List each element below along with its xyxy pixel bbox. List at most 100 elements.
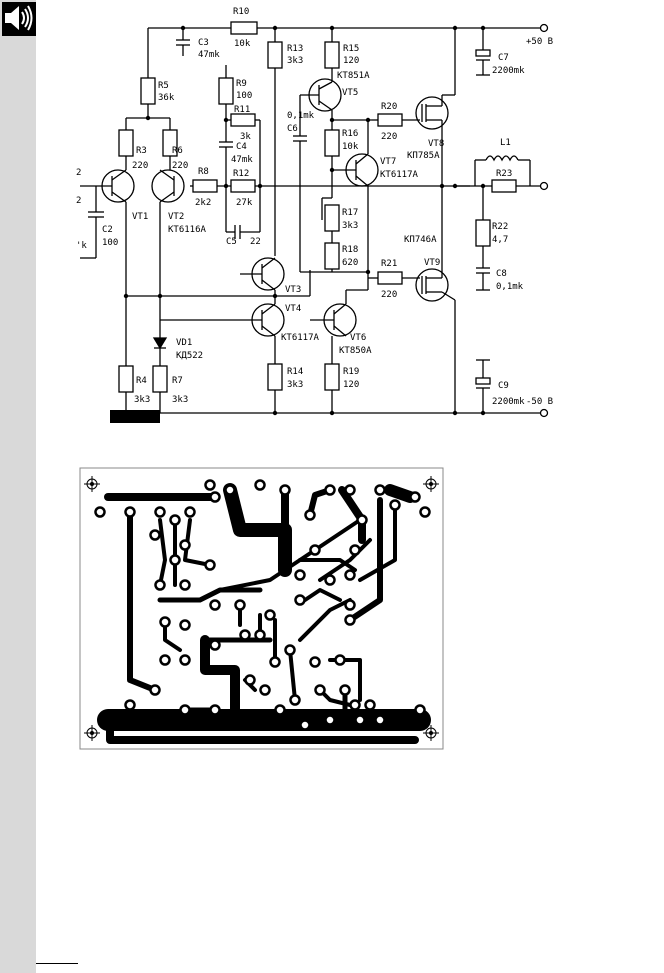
value-r3: 220 bbox=[132, 161, 148, 171]
capacitor-c7 bbox=[475, 49, 491, 57]
label-c9: C9 bbox=[498, 381, 509, 391]
label-r23: R23 bbox=[496, 169, 512, 179]
value-r18: 620 bbox=[342, 258, 358, 268]
value-vd1: KД522 bbox=[176, 351, 203, 361]
page-margin-strip bbox=[0, 0, 36, 973]
negative-rail-label: -50 B bbox=[526, 397, 553, 407]
label-vd1: VD1 bbox=[176, 338, 192, 348]
rail-terminal bbox=[539, 23, 549, 33]
label-r8: R8 bbox=[198, 167, 209, 177]
value-r12: 27k bbox=[236, 198, 253, 208]
mosfet-vt9 bbox=[415, 268, 449, 302]
label-c8: C8 bbox=[496, 269, 507, 279]
label-c6-value: 0,1mk bbox=[287, 111, 315, 121]
label-r15: R15 bbox=[343, 44, 359, 54]
label-vt7: VT7 bbox=[380, 157, 396, 167]
label-r5: R5 bbox=[158, 81, 169, 91]
footnote-separator bbox=[36, 963, 78, 964]
value-r4: 3k3 bbox=[134, 395, 150, 405]
schematic-labels: +50 B -50 B R10 10k C3 47mk R13 3k3 R15 … bbox=[76, 7, 553, 407]
value-c9: 2200mk bbox=[492, 397, 525, 407]
label-vt5: VT5 bbox=[342, 88, 358, 98]
speaker-icon bbox=[2, 2, 36, 36]
value-vt4: KT6117A bbox=[281, 333, 320, 343]
label-vt1: VT1 bbox=[132, 212, 148, 222]
label-vt2: VT2 bbox=[168, 212, 184, 222]
label-l1: L1 bbox=[500, 138, 511, 148]
value-c2: 100 bbox=[102, 238, 118, 248]
label-r7: R7 bbox=[172, 376, 183, 386]
value-r21: 220 bbox=[381, 290, 397, 300]
capacitor-c9 bbox=[475, 377, 491, 385]
diode-vd1 bbox=[152, 337, 168, 350]
value-r7: 3k3 bbox=[172, 395, 188, 405]
resistor-r5 bbox=[140, 77, 156, 105]
label-vt4: VT4 bbox=[285, 304, 301, 314]
value-r19: 120 bbox=[343, 380, 359, 390]
value-r9: 100 bbox=[236, 91, 252, 101]
value-r16: 10k bbox=[342, 142, 359, 152]
value-c3: 47mk bbox=[198, 50, 220, 60]
label-r13: R13 bbox=[287, 44, 303, 54]
value-r13: 3k3 bbox=[287, 56, 303, 66]
value-c7: 2200mk bbox=[492, 66, 525, 76]
label-vt3: VT3 bbox=[285, 285, 301, 295]
label-vt8: VT8 bbox=[428, 139, 444, 149]
edge-label-input: 2 bbox=[76, 168, 81, 178]
label-r4: R4 bbox=[136, 376, 147, 386]
value-r15: 120 bbox=[343, 56, 359, 66]
label-c5: C5 bbox=[226, 237, 237, 247]
rail-terminal bbox=[539, 408, 549, 418]
value-r14: 3k3 bbox=[287, 380, 303, 390]
resistor-r12 bbox=[230, 179, 256, 193]
value-r8: 2k2 bbox=[195, 198, 211, 208]
value-vt7: KT6117A bbox=[380, 170, 419, 180]
value-r5: 36k bbox=[158, 93, 175, 103]
resistor-r10 bbox=[230, 21, 258, 35]
label-r22: R22 bbox=[492, 222, 508, 232]
label-c4: C4 bbox=[236, 142, 247, 152]
label-kt851a: KT851A bbox=[337, 71, 370, 81]
label-r17: R17 bbox=[342, 208, 358, 218]
positive-rail-label: +50 B bbox=[526, 37, 553, 47]
label-r16: R16 bbox=[342, 129, 358, 139]
label-r19: R19 bbox=[343, 367, 359, 377]
edge-label-k: 'k bbox=[76, 241, 87, 251]
label-vt9: VT9 bbox=[424, 258, 440, 268]
label-vt6: VT6 bbox=[350, 333, 366, 343]
mounting-holes bbox=[84, 476, 439, 741]
mosfet-vt8 bbox=[415, 96, 449, 130]
label-r12: R12 bbox=[233, 169, 249, 179]
value-vt8: KП785A bbox=[407, 151, 440, 161]
junction-dots bbox=[123, 25, 486, 416]
inductor-l1 bbox=[485, 155, 519, 162]
label-r10: R10 bbox=[233, 7, 249, 17]
amplifier-schematic: +50 B -50 B R10 10k C3 47mk R13 3k3 R15 … bbox=[76, 7, 553, 423]
pcb-traces bbox=[97, 483, 431, 744]
label-c3: C3 bbox=[198, 38, 209, 48]
label-c7: C7 bbox=[498, 53, 509, 63]
label-r14: R14 bbox=[287, 367, 303, 377]
value-r11: 3k bbox=[240, 132, 251, 142]
label-r3: R3 bbox=[136, 146, 147, 156]
label-r20: R20 bbox=[381, 102, 397, 112]
output-terminal bbox=[539, 181, 549, 191]
transistor-vt2 bbox=[151, 169, 185, 203]
value-vt2: KT6116A bbox=[168, 225, 207, 235]
value-c8: 0,1mk bbox=[496, 282, 524, 292]
label-r11: R11 bbox=[234, 105, 250, 115]
value-c5: 22 bbox=[250, 237, 261, 247]
value-r22: 4,7 bbox=[492, 235, 508, 245]
value-r20: 220 bbox=[381, 132, 397, 142]
label-r21: R21 bbox=[381, 259, 397, 269]
label-c2: C2 bbox=[102, 225, 113, 235]
label-r9: R9 bbox=[236, 79, 247, 89]
label-c6: C6 bbox=[287, 124, 298, 134]
value-vt6: KT850A bbox=[339, 346, 372, 356]
value-r6: 220 bbox=[172, 161, 188, 171]
label-r18: R18 bbox=[342, 245, 358, 255]
pcb-pads bbox=[94, 479, 431, 731]
ground-bar bbox=[110, 410, 160, 423]
pcb-outline bbox=[79, 467, 444, 750]
